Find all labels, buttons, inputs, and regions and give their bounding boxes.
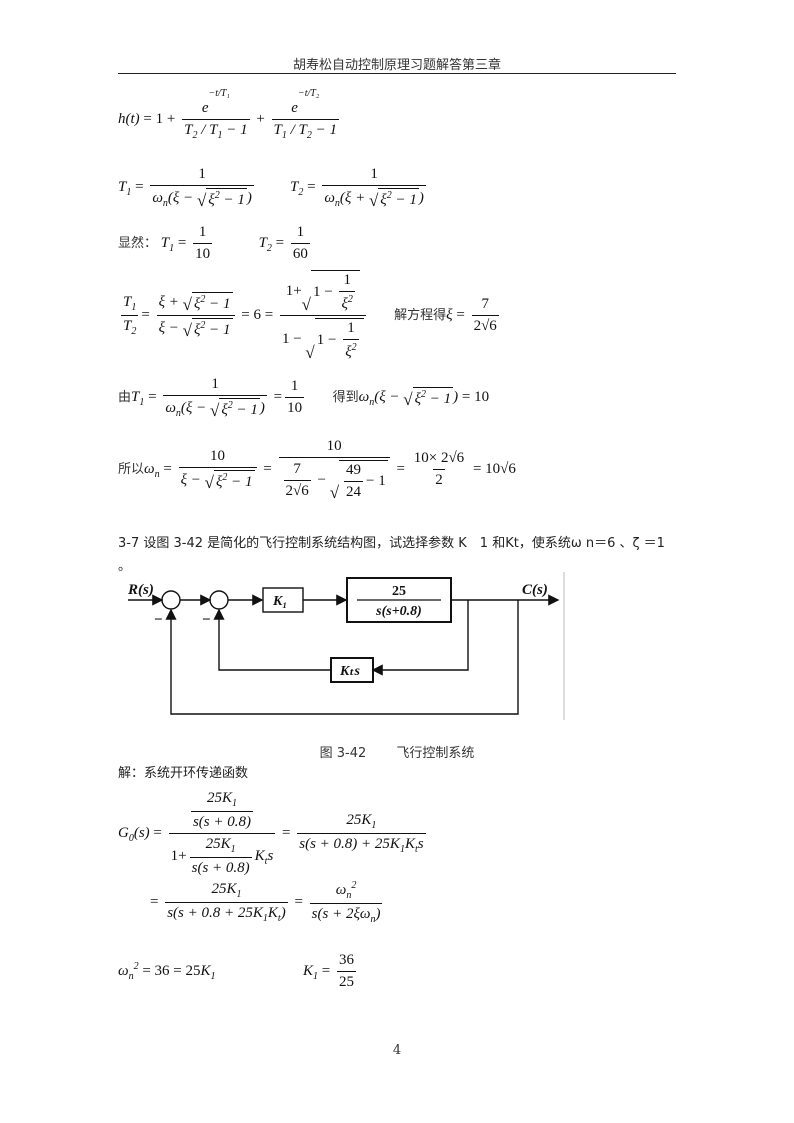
label-output-c: C(s) (522, 582, 548, 598)
label-solve: 解方程得 (394, 307, 447, 323)
page-header: 胡寿松自动控制原理习题解答第三章 (292, 58, 501, 73)
line-inner-feedback-return (213, 608, 331, 671)
label-plant-num: 25 (392, 584, 406, 599)
summing-junction-2 (209, 590, 229, 610)
block-diagram: R(s) C(s) K₁ 25 s(s+0.8) Kₜs − − (127, 572, 565, 720)
label-obvious: 显然： (118, 235, 158, 251)
label-input-r: R(s) (127, 582, 154, 598)
label-from: 由 (118, 389, 132, 405)
summing-junction-1 (161, 590, 181, 610)
solution-intro: 解：系统开环传递函数 (118, 766, 249, 781)
minus-sign-2: − (202, 612, 211, 628)
problem-statement: 3-7 设图 3-42 是简化的飞行控制系统结构图，试选择参数 K 1 和Kt，… (118, 536, 665, 574)
label-k1: K₁ (272, 594, 287, 609)
label-obtain: 得到 (332, 389, 359, 405)
line-outer-feedback (165, 600, 519, 715)
figure-caption: 图 3-42 飞行控制系统 (319, 746, 475, 761)
label-kts: Kₜs (339, 664, 361, 679)
page-number: 4 (392, 1043, 402, 1058)
label-plant-den: s(s+0.8) (375, 604, 422, 619)
header-rule (118, 73, 676, 74)
line-inner-feedback-forward (371, 600, 469, 676)
plant-bar-overlay (357, 599, 441, 601)
minus-sign-1: − (154, 612, 163, 628)
label-therefore: 所以 (118, 461, 145, 477)
